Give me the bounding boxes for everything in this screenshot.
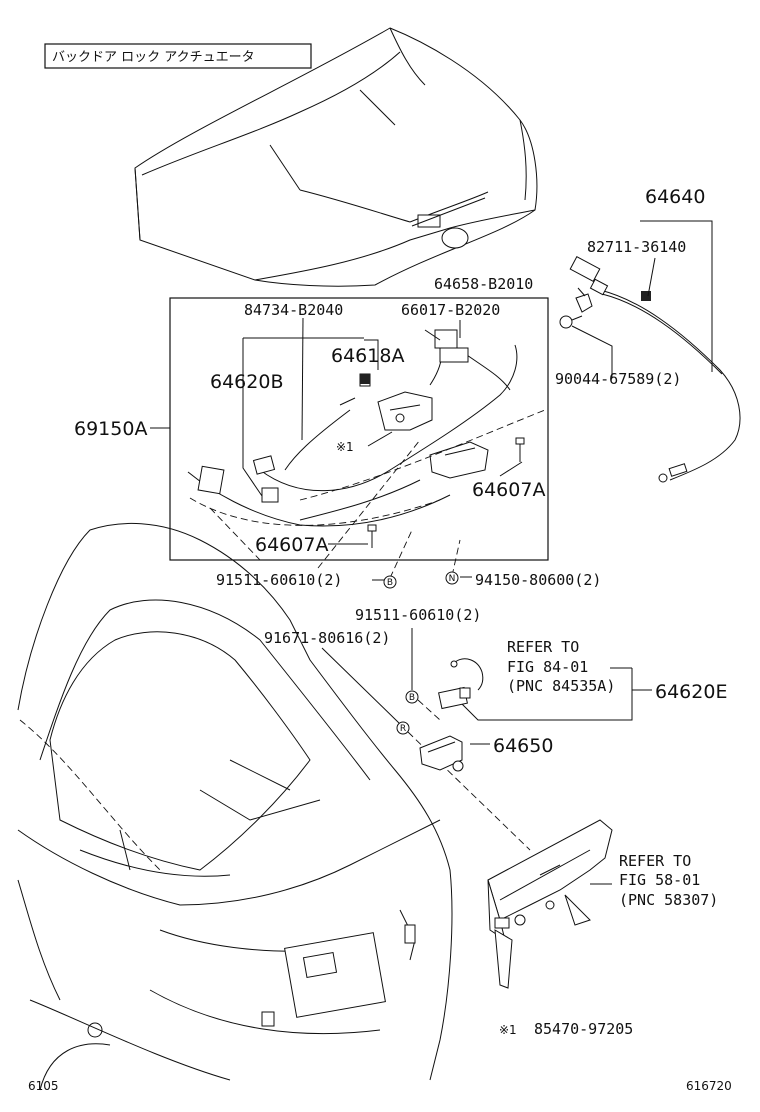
marker-b-left: B xyxy=(387,578,393,588)
refer-58-line1: REFER TO xyxy=(619,852,691,870)
refer-84-line3: (PNC 84535A) xyxy=(507,677,615,695)
callout-64640: 64640 xyxy=(645,186,705,208)
harness-illustration xyxy=(187,329,546,548)
callout-90044-67589: 90044-67589(2) xyxy=(555,370,681,388)
back-door-illustration xyxy=(134,27,538,287)
note-mark-1: ※1 xyxy=(336,440,354,454)
callout-64620B: 64620B xyxy=(210,371,283,393)
corner-label-right: 616720 xyxy=(686,1079,732,1093)
callout-66017-B2020: 66017-B2020 xyxy=(401,301,500,319)
refer-84-line1: REFER TO xyxy=(507,638,579,656)
marker-b-mid: B xyxy=(409,693,415,703)
refer-note-58: REFER TO FIG 58-01 (PNC 58307) xyxy=(619,852,718,909)
title-box: バックドア ロック アクチュエータ xyxy=(44,43,312,69)
diagram-title: バックドア ロック アクチュエータ xyxy=(52,50,255,65)
callout-94150-80600: 94150-80600(2) xyxy=(475,571,601,589)
marker-r: R xyxy=(400,724,406,734)
callout-64620E: 64620E xyxy=(655,681,727,703)
callout-69150A: 69150A xyxy=(74,418,147,440)
callout-64607A-right: 64607A xyxy=(472,479,545,501)
reference-markers: B N B R xyxy=(383,571,459,735)
callout-64658-B2010: 64658-B2010 xyxy=(434,275,533,293)
sub-assembly-frame xyxy=(169,297,549,561)
vehicle-rear-illustration xyxy=(17,523,453,1091)
footnote-number: 85470-97205 xyxy=(534,1020,633,1038)
corner-label-left: 6105 xyxy=(28,1079,59,1093)
callout-84734-B2040: 84734-B2040 xyxy=(244,301,343,319)
footnote: ※1 85470-97205 xyxy=(499,1020,633,1038)
footnote-mark: ※1 xyxy=(499,1023,517,1037)
refer-58-line3: (PNC 58307) xyxy=(619,891,718,909)
leader-lines xyxy=(150,220,713,885)
callout-64650: 64650 xyxy=(493,735,553,757)
latch-parts-illustration xyxy=(419,658,484,772)
refer-84-line2: FIG 84-01 xyxy=(507,658,588,676)
callout-91511-60610-mid: 91511-60610(2) xyxy=(355,606,481,624)
callout-91511-60610-left: 91511-60610(2) xyxy=(216,571,342,589)
callout-82711-36140: 82711-36140 xyxy=(587,238,686,256)
marker-n: N xyxy=(449,574,456,584)
callout-64618A: 64618A xyxy=(331,345,404,367)
callout-91671-80616: 91671-80616(2) xyxy=(264,629,390,647)
bracket-illustration xyxy=(487,819,613,989)
refer-58-line2: FIG 58-01 xyxy=(619,871,700,889)
part-callouts: 64640 82711-36140 64658-B2010 84734-B204… xyxy=(74,186,727,757)
cable-illustration xyxy=(559,256,741,483)
refer-note-84: REFER TO FIG 84-01 (PNC 84535A) xyxy=(507,638,615,695)
callout-64607A-bottom: 64607A xyxy=(255,534,328,556)
